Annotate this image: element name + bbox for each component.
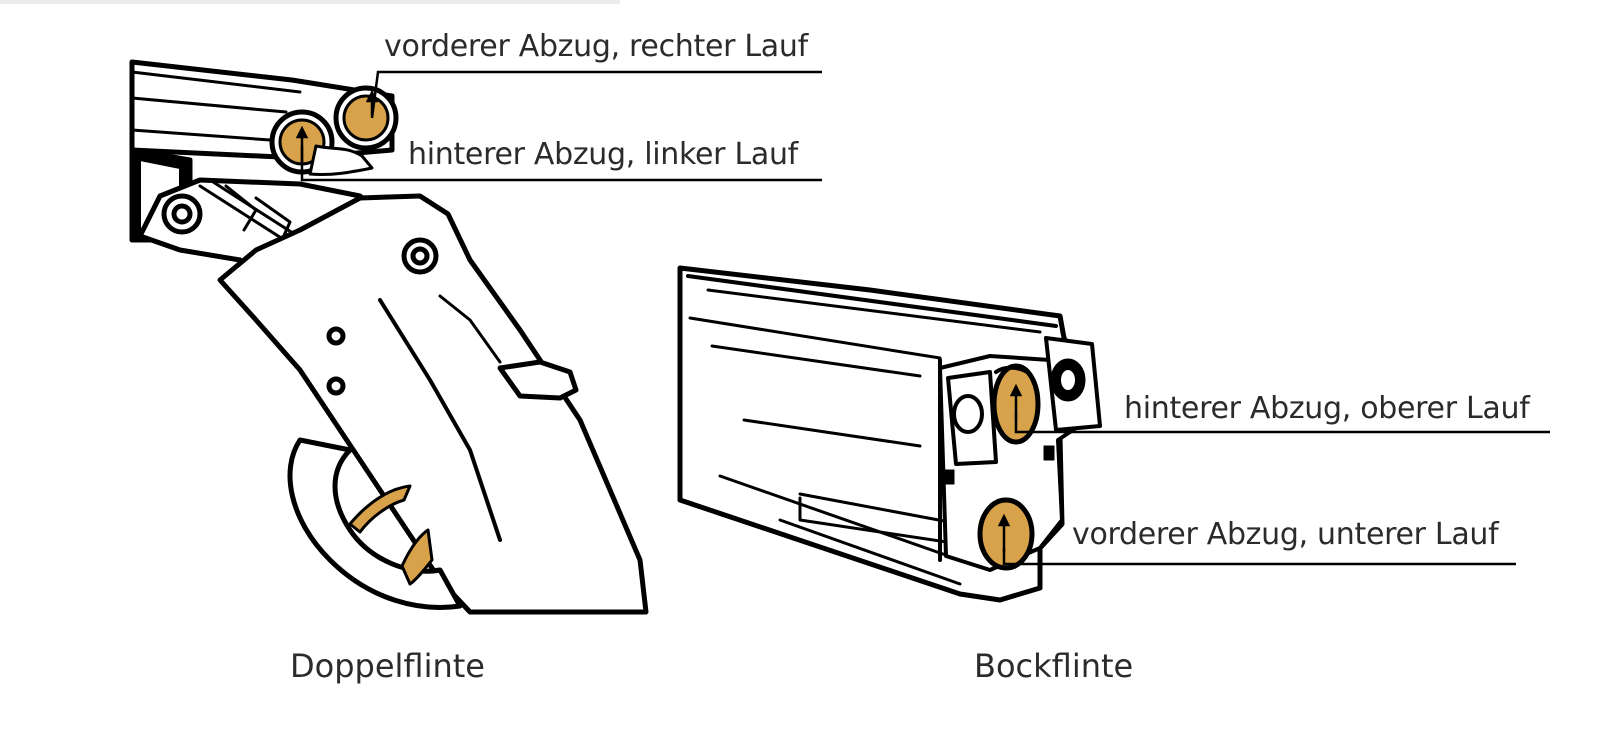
bockflinte-drawing: [677, 265, 1102, 603]
label-doppel-front-trigger: vorderer Abzug, rechter Lauf: [384, 29, 808, 64]
label-bock-rear-trigger: hinterer Abzug, oberer Lauf: [1124, 391, 1530, 426]
label-bock-front-trigger: vorderer Abzug, unterer Lauf: [1072, 517, 1499, 552]
caption-doppelflinte: Doppelflinte: [290, 647, 485, 685]
caption-bockflinte: Bockflinte: [974, 647, 1134, 685]
doppelflinte-drawing: [129, 59, 649, 615]
leader-front-bottom: [1002, 548, 1516, 566]
top-divider: [0, 0, 620, 4]
doppelflinte-leaders: [295, 70, 822, 182]
doppelflinte-bore-right: [342, 94, 390, 142]
doppelflinte-trigger-guard: [287, 437, 463, 610]
bockflinte-bore-bottom: [977, 497, 1035, 571]
doppelflinte-grip: [217, 193, 649, 615]
bockflinte-leaders: [997, 383, 1550, 566]
doppelflinte-trigger-rear: [400, 528, 434, 586]
doppelflinte-lever: [497, 359, 579, 401]
doppelflinte-trigger-front: [348, 484, 412, 534]
label-doppel-rear-trigger: hinterer Abzug, linker Lauf: [408, 137, 798, 172]
leader-front-right: [370, 70, 822, 119]
